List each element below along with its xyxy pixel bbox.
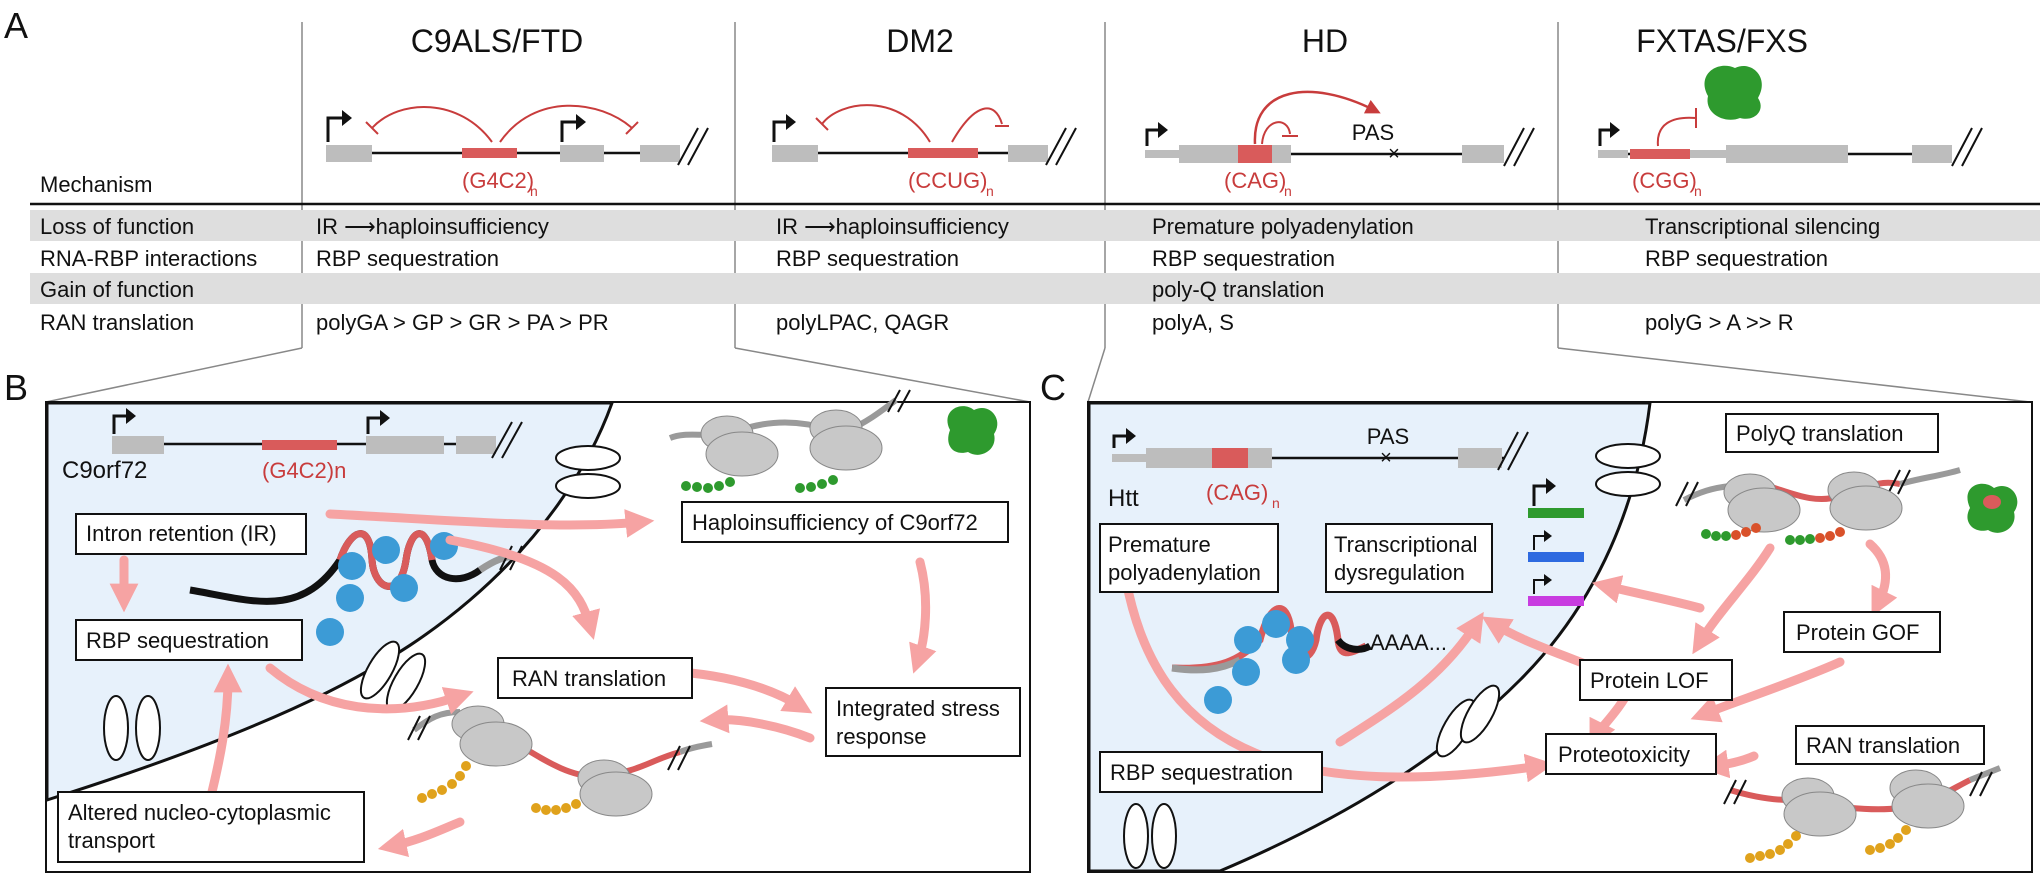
nuclear-pores-c bbox=[1123, 443, 1661, 869]
fx-repeat-n: n bbox=[1694, 183, 1702, 199]
dm2-repeat-n: n bbox=[986, 183, 994, 199]
box-polyq-translation bbox=[1725, 413, 1939, 453]
label-nct-2: transport bbox=[68, 828, 155, 853]
c9orf72-gene: C9orf72 (G4C2)n bbox=[62, 408, 523, 484]
box-proteotoxicity bbox=[1545, 733, 1717, 775]
pathway-arrows-b bbox=[109, 509, 937, 858]
label-haploinsufficiency: Haploinsufficiency of C9orf72 bbox=[692, 510, 978, 535]
table-cell: RBP sequestration bbox=[1645, 246, 1828, 271]
label-td-1: Transcriptional bbox=[1334, 532, 1477, 557]
table-cell: polyLPAC, QAGR bbox=[776, 310, 949, 335]
hd-gene-diagram: PAS × (CAG) n bbox=[1145, 90, 1535, 199]
silencing-protein-icon bbox=[1704, 65, 1762, 120]
c9orf72-gene-label: C9orf72 bbox=[62, 457, 147, 484]
box-nucleocytoplasmic-transport bbox=[57, 791, 365, 863]
svg-text:×: × bbox=[1380, 447, 1392, 469]
box-protein-lof bbox=[1579, 659, 1733, 701]
zoom-lines bbox=[45, 347, 2031, 403]
header-hd: HD bbox=[1302, 23, 1348, 59]
header-c9als: C9ALS/FTD bbox=[411, 23, 583, 59]
ribosome-yellow-b bbox=[407, 705, 713, 817]
nuclear-pores-b bbox=[103, 445, 621, 761]
label-td-2: dysregulation bbox=[1334, 560, 1465, 585]
ribosome-green-b bbox=[668, 389, 998, 493]
label-ran-translation-c: RAN translation bbox=[1806, 733, 1960, 758]
c9-repeat-n-label: (G4C2)n bbox=[262, 458, 346, 483]
box-rbp-sequestration-b bbox=[75, 619, 303, 661]
box-haploinsufficiency bbox=[681, 501, 1009, 543]
label-intron-retention: Intron retention (IR) bbox=[86, 521, 277, 546]
box-premature-polyadenylation bbox=[1099, 523, 1279, 593]
table-cell: RBP sequestration bbox=[1152, 246, 1335, 271]
ribosome-ran-c bbox=[1723, 765, 2002, 863]
box-protein-gof bbox=[1783, 611, 1941, 653]
header-dm2: DM2 bbox=[886, 23, 954, 59]
panel-a-label: A bbox=[4, 5, 28, 46]
table-cell: IR ⟶haploinsufficiency bbox=[776, 214, 1009, 239]
table-cell: RBP sequestration bbox=[776, 246, 959, 271]
table-cell: Premature polyadenylation bbox=[1152, 214, 1414, 239]
htt-repeat-label: (CAG) bbox=[1206, 480, 1268, 505]
label-pre-1: Premature bbox=[1108, 532, 1211, 557]
label-protein-lof: Protein LOF bbox=[1590, 668, 1709, 693]
transcription-targets bbox=[1528, 478, 1584, 606]
label-isr-2: response bbox=[836, 724, 927, 749]
hd-repeat-n: n bbox=[1284, 183, 1292, 199]
polya-tail-label: AAAA... bbox=[1370, 630, 1447, 655]
row-label: Loss of function bbox=[40, 214, 194, 239]
header-fxtas: FXTAS/FXS bbox=[1636, 23, 1808, 59]
htt-gene: PAS × Htt (CAG) n bbox=[1108, 424, 1529, 512]
c9-repeat-label: (G4C2) bbox=[462, 168, 534, 193]
rbp-icon bbox=[1204, 610, 1314, 714]
svg-text:×: × bbox=[1388, 143, 1400, 165]
panel-c-label: C bbox=[1040, 367, 1066, 408]
table-cell: polyGA > GP > GR > PA > PR bbox=[316, 310, 609, 335]
row-label: RAN translation bbox=[40, 310, 194, 335]
dm2-repeat-label: (CCUG) bbox=[908, 168, 987, 193]
dm2-gene-diagram: (CCUG) n bbox=[772, 104, 1077, 199]
c9-repeat-n: n bbox=[530, 183, 538, 199]
label-rbp-sequestration-c: RBP sequestration bbox=[1110, 760, 1293, 785]
c9-gene-diagram: (G4C2) n bbox=[326, 104, 709, 199]
label-protein-gof: Protein GOF bbox=[1796, 620, 1919, 645]
table-cell: polyA, S bbox=[1152, 310, 1234, 335]
box-intron-retention bbox=[75, 513, 307, 555]
fx-repeat-label: (CGG) bbox=[1632, 168, 1697, 193]
table-cell: Transcriptional silencing bbox=[1645, 214, 1880, 239]
table-cell: RBP sequestration bbox=[316, 246, 499, 271]
fx-gene-diagram: (CGG) n bbox=[1598, 65, 1983, 199]
label-rbp-sequestration-b: RBP sequestration bbox=[86, 628, 269, 653]
box-rbp-sequestration-c bbox=[1099, 751, 1323, 793]
box-ran-translation-b bbox=[497, 657, 693, 699]
label-nct-1: Altered nucleo-cytoplasmic bbox=[68, 800, 331, 825]
label-proteotoxicity: Proteotoxicity bbox=[1558, 742, 1690, 767]
rna-rbp-complex-c: AAAA... bbox=[1171, 605, 1447, 714]
row-label: Gain of function bbox=[40, 277, 194, 302]
label-ran-translation-b: RAN translation bbox=[512, 666, 666, 691]
mechanism-table: Loss of function RNA-RBP interactions Ga… bbox=[40, 214, 1880, 335]
panel-b-label: B bbox=[4, 367, 28, 408]
hd-repeat-label: (CAG) bbox=[1224, 168, 1286, 193]
box-transcriptional-dysregulation bbox=[1325, 523, 1493, 593]
label-isr-1: Integrated stress bbox=[836, 696, 1000, 721]
label-polyq-translation: PolyQ translation bbox=[1736, 421, 1904, 446]
htt-repeat-n: n bbox=[1272, 495, 1280, 511]
label-pre-2: polyadenylation bbox=[1108, 560, 1261, 585]
table-cell: polyG > A >> R bbox=[1645, 310, 1794, 335]
box-integrated-stress bbox=[825, 687, 1021, 757]
hd-pas-label: PAS bbox=[1352, 120, 1394, 145]
ribosome-polyq bbox=[1675, 467, 2018, 545]
box-ran-translation-c bbox=[1795, 725, 1985, 765]
table-cell: poly-Q translation bbox=[1152, 277, 1324, 302]
mechanism-label: Mechanism bbox=[40, 172, 152, 197]
row-label: RNA-RBP interactions bbox=[40, 246, 257, 271]
table-cell: IR ⟶haploinsufficiency bbox=[316, 214, 549, 239]
htt-gene-label: Htt bbox=[1108, 485, 1139, 512]
htt-pas-label: PAS bbox=[1367, 424, 1409, 449]
